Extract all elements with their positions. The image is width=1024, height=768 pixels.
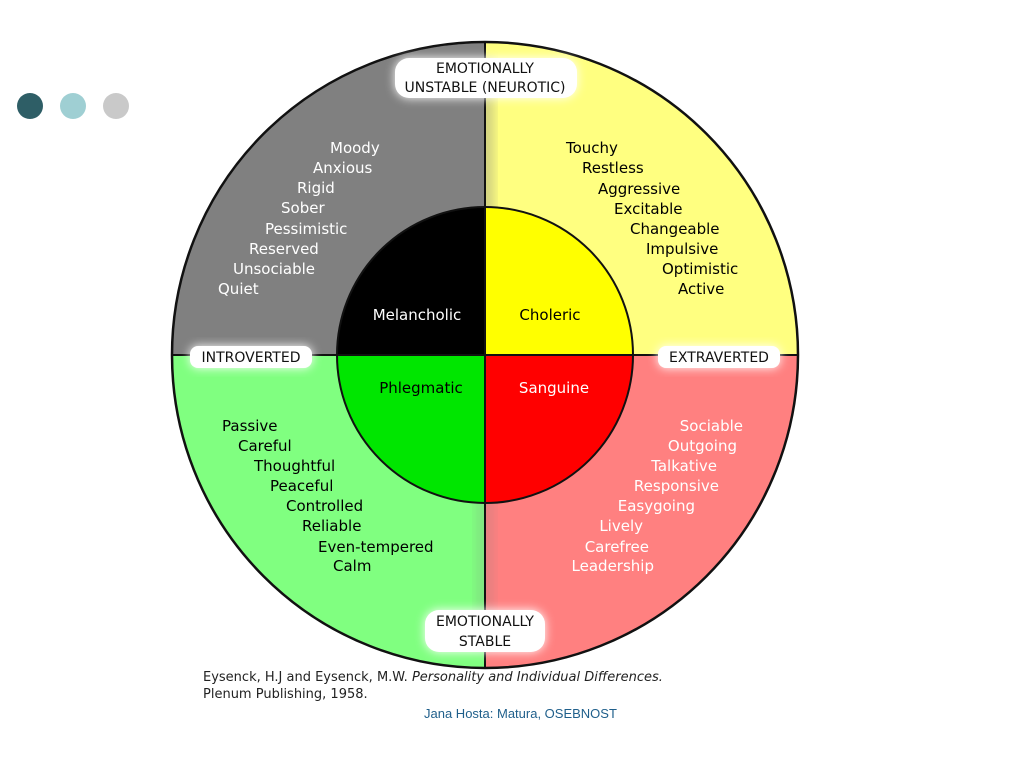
sanguine-trait: Carefree bbox=[585, 538, 649, 556]
slide-footer: Jana Hosta: Matura, OSEBNOST bbox=[424, 706, 617, 721]
choleric-trait: Excitable bbox=[614, 200, 683, 218]
phlegmatic-trait: Controlled bbox=[286, 497, 363, 515]
sanguine-trait: Sociable bbox=[680, 417, 743, 435]
melancholic-trait: Moody bbox=[330, 139, 380, 157]
choleric-trait: Touchy bbox=[565, 139, 618, 157]
choleric-trait: Optimistic bbox=[662, 260, 738, 278]
melancholic-traits: Moody Anxious Rigid Sober Pessimistic Re… bbox=[218, 139, 380, 298]
choleric-traits: Touchy Restless Aggressive Excitable Cha… bbox=[565, 139, 738, 298]
sanguine-traits: Sociable Outgoing Talkative Responsive E… bbox=[572, 417, 743, 575]
phlegmatic-trait: Peaceful bbox=[270, 477, 333, 495]
phlegmatic-trait: Thoughtful bbox=[253, 457, 335, 475]
sanguine-trait: Easygoing bbox=[618, 497, 695, 515]
choleric-inner-quadrant bbox=[485, 207, 633, 355]
axis-top-line1: EMOTIONALLY bbox=[436, 61, 534, 77]
melancholic-trait: Unsociable bbox=[233, 260, 315, 278]
sanguine-label: Sanguine bbox=[519, 379, 589, 397]
phlegmatic-inner-quadrant bbox=[337, 355, 485, 503]
choleric-trait: Restless bbox=[582, 159, 644, 177]
melancholic-trait: Rigid bbox=[297, 179, 335, 197]
choleric-trait: Active bbox=[678, 280, 724, 298]
slide-dot-2 bbox=[60, 93, 86, 119]
axis-bottom-line1: EMOTIONALLY bbox=[436, 614, 534, 630]
melancholic-label: Melancholic bbox=[373, 306, 462, 324]
phlegmatic-trait: Even-tempered bbox=[318, 538, 434, 556]
sanguine-trait: Talkative bbox=[650, 457, 717, 475]
melancholic-trait: Quiet bbox=[218, 280, 259, 298]
choleric-trait: Impulsive bbox=[646, 240, 718, 258]
melancholic-trait: Sober bbox=[281, 199, 325, 217]
phlegmatic-traits: Passive Careful Thoughtful Peaceful Cont… bbox=[222, 417, 434, 575]
axis-bottom-line2: STABLE bbox=[459, 634, 511, 650]
citation-publisher: Plenum Publishing, 1958. bbox=[203, 687, 368, 702]
citation-title: Personality and Individual Differences. bbox=[411, 670, 663, 685]
choleric-label: Choleric bbox=[519, 306, 580, 324]
axis-left-label: INTROVERTED bbox=[202, 350, 301, 366]
phlegmatic-trait: Careful bbox=[238, 437, 292, 455]
sanguine-trait: Leadership bbox=[572, 557, 654, 575]
choleric-trait: Aggressive bbox=[598, 180, 680, 198]
phlegmatic-trait: Reliable bbox=[302, 517, 361, 535]
slide-dot-3 bbox=[103, 93, 129, 119]
sanguine-inner-quadrant bbox=[485, 355, 633, 503]
sanguine-trait: Responsive bbox=[634, 477, 719, 495]
slide-dot-1 bbox=[17, 93, 43, 119]
phlegmatic-trait: Passive bbox=[222, 417, 277, 435]
citation: Eysenck, H.J and Eysenck, M.W. Personali… bbox=[203, 669, 663, 703]
melancholic-trait: Reserved bbox=[249, 240, 319, 258]
melancholic-trait: Anxious bbox=[313, 159, 372, 177]
phlegmatic-trait: Calm bbox=[333, 557, 371, 575]
sanguine-trait: Outgoing bbox=[668, 437, 737, 455]
choleric-trait: Changeable bbox=[630, 220, 720, 238]
phlegmatic-label: Phlegmatic bbox=[379, 379, 463, 397]
axis-right-label: EXTRAVERTED bbox=[669, 350, 769, 366]
sanguine-trait: Lively bbox=[599, 517, 643, 535]
citation-authors: Eysenck, H.J and Eysenck, M.W. bbox=[203, 670, 408, 685]
melancholic-inner-quadrant bbox=[337, 207, 485, 355]
melancholic-trait: Pessimistic bbox=[265, 220, 347, 238]
axis-top-line2: UNSTABLE (NEUROTIC) bbox=[404, 80, 565, 96]
